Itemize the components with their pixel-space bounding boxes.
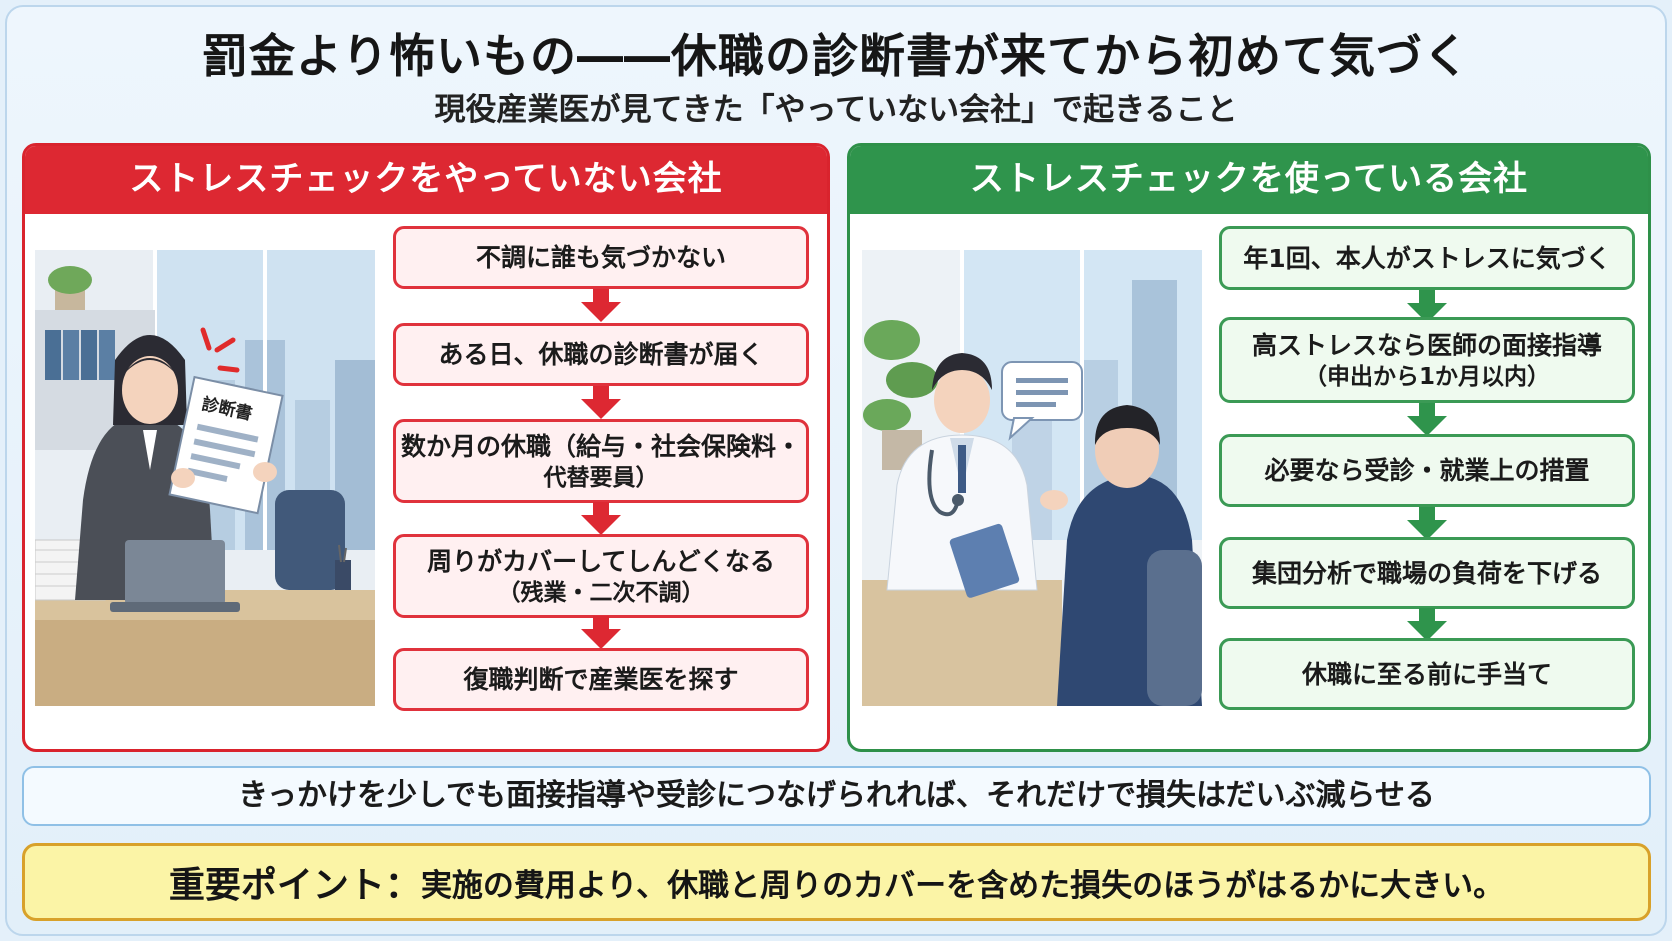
- step-left-4: 周りがカバーしてしんどくなる （残業・二次不調）: [393, 534, 809, 618]
- arrow-down-icon: [581, 289, 621, 323]
- key-point-label: 重要ポイント：: [168, 865, 421, 906]
- arrow-down-icon: [581, 616, 621, 650]
- step-right-1-text: 年1回、本人がストレスに気づく: [1243, 243, 1611, 273]
- key-point-text: 実施の費用より、休職と周りのカバーを含めた損失のほうがはるかに大きい。: [420, 867, 1505, 904]
- step-left-1: 不調に誰も気づかない: [393, 226, 809, 289]
- step-left-4-text: 周りがカバーしてしんどくなる: [427, 546, 775, 576]
- arrow-down-icon: [581, 502, 621, 536]
- step-left-4-subtext: （残業・二次不調）: [497, 579, 705, 606]
- office-worker-illustration: 診断書: [35, 250, 375, 706]
- panel-heading-left: ストレスチェックをやっていない会社: [25, 146, 827, 214]
- step-right-4-text: 集団分析で職場の負荷を下げる: [1251, 558, 1602, 588]
- step-left-3: 数か月の休職（給与・社会保険料・ 代替要員）: [393, 419, 809, 503]
- panel-without-stress-check: ストレスチェックをやっていない会社: [22, 143, 830, 752]
- step-right-3: 必要なら受診・就業上の措置: [1219, 434, 1635, 507]
- panel-heading-right: ストレスチェックを使っている会社: [850, 146, 1648, 214]
- page-subtitle: 現役産業医が見てきた「やっていない会社」で起きること: [434, 92, 1238, 128]
- page-title: 罰金より怖いもの――休職の診断書が来てから初めて気づく: [201, 29, 1471, 83]
- arrow-down-icon: [1407, 290, 1447, 324]
- doctor-consultation-illustration: [862, 250, 1202, 706]
- step-right-1: 年1回、本人がストレスに気づく: [1219, 226, 1635, 290]
- arrow-down-icon: [1407, 507, 1447, 541]
- step-left-5-text: 復職判断で産業医を探す: [463, 665, 739, 694]
- step-left-3-text: 数か月の休職（給与・社会保険料・: [400, 431, 801, 461]
- chat-bubble-icon: [1001, 361, 1083, 441]
- step-right-3-text: 必要なら受診・就業上の措置: [1264, 456, 1590, 485]
- step-right-2-text: 高ストレスなら医師の面接指導: [1251, 330, 1602, 360]
- step-right-5: 休職に至る前に手当て: [1219, 638, 1635, 710]
- step-left-2-text: ある日、休職の診断書が届く: [438, 340, 764, 369]
- note-banner: きっかけを少しでも面接指導や受診につなげられれば、それだけで損失はだいぶ減らせる: [22, 766, 1651, 826]
- step-right-5-text: 休職に至る前に手当て: [1301, 659, 1552, 689]
- step-right-2-subtext: （申出から1か月以内）: [1303, 363, 1550, 390]
- arrow-down-icon: [1407, 403, 1447, 437]
- step-left-2: ある日、休職の診断書が届く: [393, 323, 809, 386]
- key-point-banner: 重要ポイント： 実施の費用より、休職と周りのカバーを含めた損失のほうがはるかに大…: [22, 843, 1651, 921]
- step-right-2: 高ストレスなら医師の面接指導 （申出から1か月以内）: [1219, 317, 1635, 403]
- arrow-down-icon: [1407, 608, 1447, 642]
- panel-with-stress-check: ストレスチェックを使っている会社: [847, 143, 1651, 752]
- step-left-3-subtext: 代替要員）: [543, 464, 659, 491]
- arrow-down-icon: [581, 386, 621, 420]
- step-left-5: 復職判断で産業医を探す: [393, 648, 809, 711]
- step-right-4: 集団分析で職場の負荷を下げる: [1219, 537, 1635, 609]
- step-left-1-text: 不調に誰も気づかない: [475, 243, 726, 272]
- alert-icon: [200, 327, 240, 373]
